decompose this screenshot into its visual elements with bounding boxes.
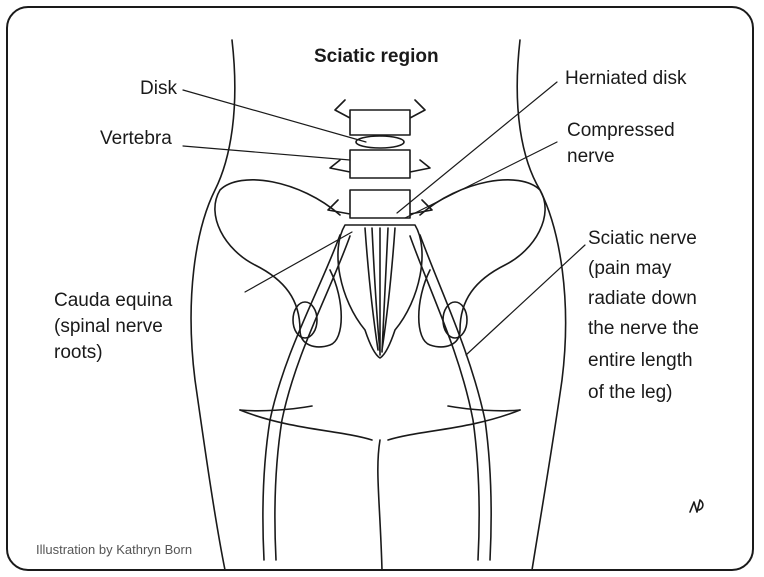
label-cauda-equina-1: Cauda equina	[54, 288, 172, 314]
label-disk: Disk	[140, 76, 177, 102]
label-compressed-nerve-1: Compressed	[567, 118, 675, 144]
pelvis-right	[419, 180, 545, 347]
label-sciatic-5: entire length	[588, 348, 693, 374]
thigh-line-left	[240, 406, 312, 411]
label-sciatic-4: the nerve the	[588, 316, 699, 342]
leader-sciatic-nerve	[466, 245, 585, 355]
vertebra-top	[335, 100, 425, 135]
buttock-right	[388, 410, 520, 440]
label-compressed-nerve-2: nerve	[567, 144, 615, 170]
artist-signature	[690, 500, 703, 512]
buttock-left	[240, 410, 372, 440]
sciatic-nerve-left	[263, 235, 350, 560]
leader-disk	[183, 90, 366, 142]
label-cauda-equina-3: roots)	[54, 340, 103, 366]
pelvis-left	[215, 180, 341, 347]
leader-herniated-disk	[397, 82, 557, 213]
label-cauda-equina-2: (spinal nerve	[54, 314, 163, 340]
vertebra-mid	[330, 150, 430, 178]
thigh-line-right	[448, 406, 520, 411]
label-sciatic-6: of the leg)	[588, 380, 673, 406]
obturator-right	[443, 302, 467, 338]
leader-vertebra	[183, 146, 350, 160]
label-sciatic-1: Sciatic nerve	[588, 226, 697, 252]
label-sciatic-3: radiate down	[588, 286, 697, 312]
body-outline-left	[191, 40, 235, 570]
buttock-crease	[378, 440, 382, 570]
label-herniated-disk: Herniated disk	[565, 66, 686, 92]
label-vertebra: Vertebra	[100, 126, 172, 152]
illustration-credit: Illustration by Kathryn Born	[36, 542, 192, 557]
obturator-left	[293, 302, 317, 338]
label-sciatic-2: (pain may	[588, 256, 671, 282]
vertebra-low	[328, 190, 432, 218]
diagram-title: Sciatic region	[314, 44, 439, 70]
sacrum-nerves	[365, 228, 395, 355]
body-outline-right	[517, 40, 565, 570]
disk-shape	[356, 136, 404, 148]
